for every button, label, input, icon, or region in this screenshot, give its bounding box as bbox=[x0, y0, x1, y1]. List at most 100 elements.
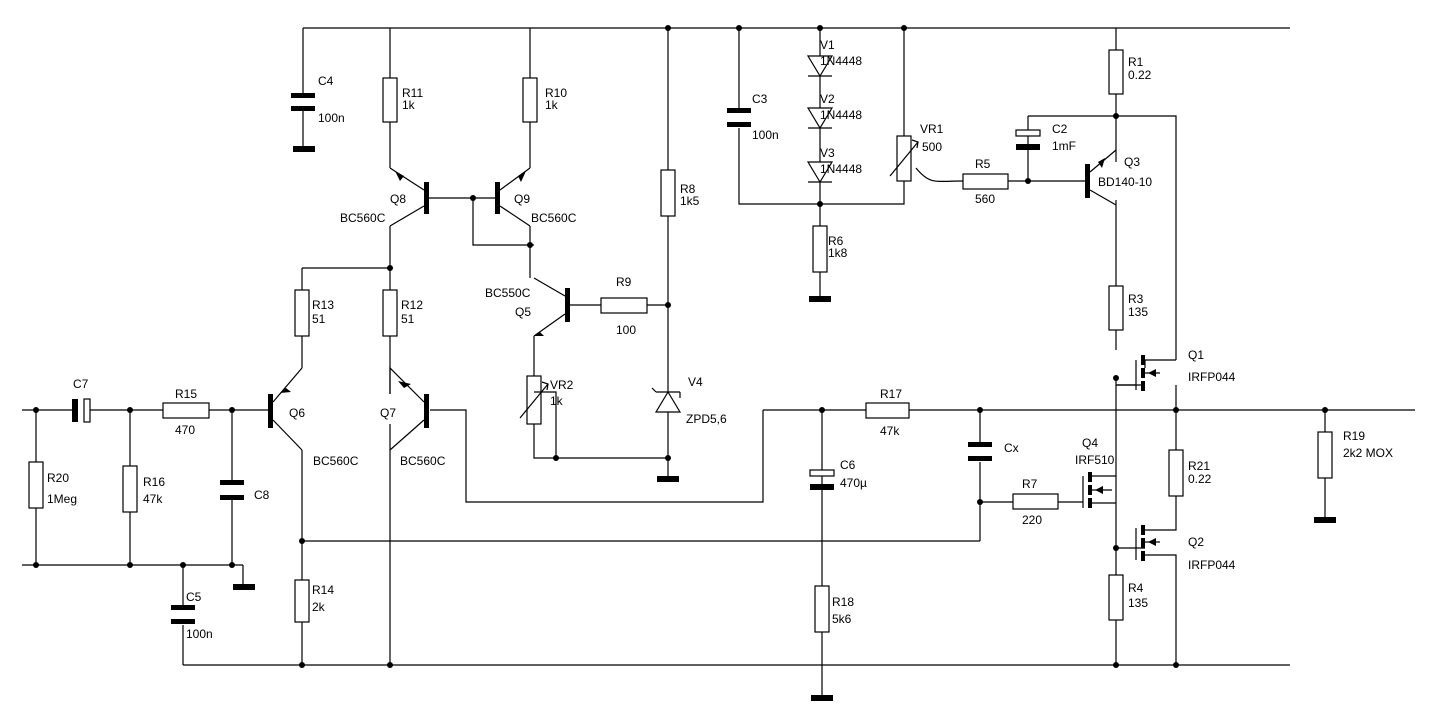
r11-ref: R11 bbox=[402, 86, 423, 100]
vr1-value: 500 bbox=[922, 140, 942, 154]
r9-value: 100 bbox=[616, 323, 636, 337]
r17-value: 47k bbox=[880, 424, 900, 438]
wires bbox=[22, 27, 1415, 695]
r15-value: 470 bbox=[175, 423, 195, 437]
r14-value: 2k bbox=[312, 600, 326, 614]
c3-value: 100n bbox=[752, 128, 779, 142]
r21-ref: R21 bbox=[1188, 459, 1210, 473]
r10-body bbox=[522, 77, 538, 123]
r19-ref: R19 bbox=[1343, 429, 1365, 443]
q6-ref: Q6 bbox=[289, 406, 305, 420]
r8-ref: R8 bbox=[680, 182, 696, 196]
q3-value: BD140-10 bbox=[1098, 175, 1152, 189]
r20-value: 1Meg bbox=[47, 492, 77, 506]
c5-value: 100n bbox=[186, 627, 213, 641]
r18-value: 5k6 bbox=[832, 612, 852, 626]
resistors bbox=[28, 49, 1333, 633]
r16-value: 47k bbox=[143, 492, 163, 506]
vr1-ref: VR1 bbox=[920, 122, 944, 136]
r20-ref: R20 bbox=[47, 471, 69, 485]
r17-body bbox=[865, 402, 910, 419]
v2-value: 1N4448 bbox=[820, 108, 862, 122]
r12-body bbox=[382, 289, 398, 337]
r1-body bbox=[1108, 49, 1124, 95]
c4-value: 100n bbox=[318, 111, 345, 125]
r1-value: 0.22 bbox=[1128, 68, 1152, 82]
r8-body bbox=[660, 169, 676, 217]
r14-body bbox=[294, 579, 310, 623]
q2-value: IRFP044 bbox=[1188, 558, 1236, 572]
q8-ref: Q8 bbox=[390, 192, 406, 206]
vr2-ref: VR2 bbox=[550, 378, 574, 392]
r6-ref: R6 bbox=[828, 234, 844, 248]
c8-ref: C8 bbox=[254, 488, 270, 502]
r9-ref: R9 bbox=[616, 275, 632, 289]
c5-ref: C5 bbox=[186, 590, 202, 604]
r7-body bbox=[1012, 493, 1059, 510]
r21-body bbox=[1168, 449, 1184, 497]
r13-body bbox=[294, 289, 310, 337]
r4-value: 135 bbox=[1128, 596, 1148, 610]
r4-body bbox=[1108, 574, 1124, 621]
ground-symbols bbox=[233, 146, 1336, 701]
r20-body bbox=[28, 461, 44, 509]
vr2-arrow bbox=[519, 381, 549, 419]
q6-value: BC560C bbox=[313, 454, 359, 468]
r19-body bbox=[1317, 431, 1333, 479]
capacitors bbox=[68, 93, 1041, 624]
q7-ref: Q7 bbox=[380, 406, 396, 420]
q5-ref: Q5 bbox=[515, 305, 531, 319]
r19-value: 2k2 MOX bbox=[1343, 446, 1393, 460]
r17-ref: R17 bbox=[880, 387, 902, 401]
r15-ref: R15 bbox=[175, 387, 197, 401]
r9-body bbox=[600, 297, 648, 314]
q7-value: BC560C bbox=[400, 454, 446, 468]
r7-ref: R7 bbox=[1022, 477, 1038, 491]
c2-ref: C2 bbox=[1052, 122, 1068, 136]
r1-ref: R1 bbox=[1128, 55, 1144, 69]
c2-value: 1mF bbox=[1052, 139, 1076, 153]
r6-body bbox=[812, 225, 828, 273]
v1-ref: V1 bbox=[820, 38, 835, 52]
v2-ref: V2 bbox=[820, 92, 835, 106]
r5-value: 560 bbox=[975, 192, 995, 206]
r13-value: 51 bbox=[312, 312, 326, 326]
vr2-body bbox=[526, 375, 542, 425]
r7-value: 220 bbox=[1022, 513, 1042, 527]
transistors bbox=[268, 149, 1117, 451]
r16-body bbox=[122, 465, 138, 513]
r16-ref: R16 bbox=[143, 475, 165, 489]
v3-ref: V3 bbox=[820, 146, 835, 160]
vr2-value: 1k bbox=[550, 394, 564, 408]
v3-value: 1N4448 bbox=[820, 162, 862, 176]
r18-ref: R18 bbox=[832, 595, 854, 609]
r12-value: 51 bbox=[401, 312, 415, 326]
r18-body bbox=[814, 585, 830, 633]
q1-ref: Q1 bbox=[1188, 348, 1204, 362]
mosfets bbox=[1082, 355, 1160, 561]
q3-ref: Q3 bbox=[1124, 155, 1140, 169]
r21-value: 0.22 bbox=[1188, 472, 1212, 486]
r3-value: 135 bbox=[1128, 305, 1148, 319]
c7-ref: C7 bbox=[73, 377, 89, 391]
c6-value: 470µ bbox=[840, 476, 867, 490]
c4-ref: C4 bbox=[318, 74, 334, 88]
vr1-arrow bbox=[889, 139, 919, 177]
diodes bbox=[651, 55, 834, 413]
r4-ref: R4 bbox=[1128, 581, 1144, 595]
r5-body bbox=[962, 173, 1009, 190]
r3-ref: R3 bbox=[1128, 292, 1144, 306]
r14-ref: R14 bbox=[312, 583, 334, 597]
q9-ref: Q9 bbox=[514, 192, 530, 206]
r8-value: 1k5 bbox=[680, 194, 700, 208]
r6-value: 1k8 bbox=[828, 246, 848, 260]
r5-ref: R5 bbox=[975, 157, 991, 171]
q1-value: IRFP044 bbox=[1188, 370, 1236, 384]
r11-value: 1k bbox=[402, 98, 416, 112]
c6-ref: C6 bbox=[840, 458, 856, 472]
v1-value: 1N4448 bbox=[820, 54, 862, 68]
r12-ref: R12 bbox=[401, 298, 423, 312]
r10-ref: R10 bbox=[545, 86, 567, 100]
component-labels: R1 0.22 C2 1mF Q3 BD140-10 R3 135 Q1 IRF… bbox=[47, 38, 1393, 641]
